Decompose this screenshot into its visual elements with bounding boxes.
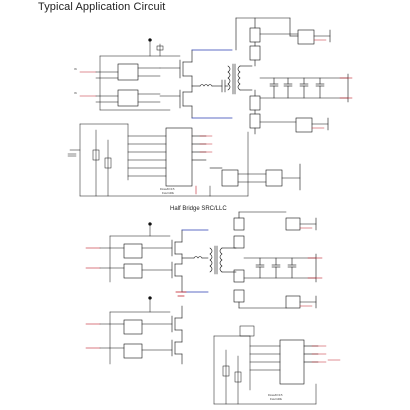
optocoupler-top bbox=[209, 163, 301, 191]
rectifier-upper-top bbox=[235, 17, 291, 67]
driver-ic-top-2 bbox=[95, 89, 161, 107]
driver-ic-top-1 bbox=[95, 63, 161, 81]
input-signals-top bbox=[79, 71, 97, 97]
switches-bottom bbox=[171, 229, 183, 365]
svg-text:Fsw=100k: Fsw=100k bbox=[162, 191, 175, 195]
controller-ic-bottom bbox=[249, 339, 319, 385]
svg-text:Fsw=100k: Fsw=100k bbox=[270, 397, 283, 401]
svg-text:IN: IN bbox=[74, 91, 77, 95]
page-title: Typical Application Circuit bbox=[38, 1, 166, 13]
feedback-network-top bbox=[67, 123, 249, 197]
transformer-bottom bbox=[181, 245, 237, 275]
svg-text:IN: IN bbox=[74, 67, 77, 71]
sr-driver-bottom-1 bbox=[285, 217, 317, 231]
bottom-schematic: Dmax/D=0.5 Fsw=100k bbox=[85, 211, 341, 405]
sr-driver-top-1 bbox=[259, 17, 331, 45]
input-signals-bottom bbox=[85, 247, 101, 349]
sr-driver-top-2 bbox=[259, 117, 329, 133]
svg-text:Dmax/D=0.5: Dmax/D=0.5 bbox=[160, 187, 175, 191]
sr-signals-top bbox=[311, 39, 327, 129]
driver-ic-bottom-2 bbox=[99, 263, 173, 279]
driver-ic-bottom-3 bbox=[99, 319, 173, 335]
output-caps-bottom bbox=[243, 253, 317, 283]
svg-text:Dmax/D=0.5: Dmax/D=0.5 bbox=[268, 393, 283, 397]
driver-ic-bottom-1 bbox=[99, 243, 173, 259]
supply-network-top bbox=[99, 38, 181, 111]
switch-high-top bbox=[159, 49, 193, 87]
diagram-caption-top: Half Bridge SRC/LLC bbox=[170, 206, 227, 212]
rectifiers-bottom bbox=[233, 211, 287, 309]
top-schematic: IN IN bbox=[67, 17, 353, 197]
feedback-network-bottom bbox=[213, 325, 317, 405]
controller-ic-top bbox=[127, 127, 207, 187]
supply-network-bottom bbox=[109, 222, 171, 365]
resonant-tank-top bbox=[191, 79, 226, 93]
transformer-top bbox=[224, 63, 253, 95]
driver-ic-bottom-4 bbox=[99, 343, 173, 359]
switch-low-top bbox=[159, 85, 193, 119]
rectifier-lower-top bbox=[249, 89, 261, 135]
output-caps-top bbox=[259, 73, 349, 103]
sr-driver-bottom-2 bbox=[285, 295, 317, 309]
